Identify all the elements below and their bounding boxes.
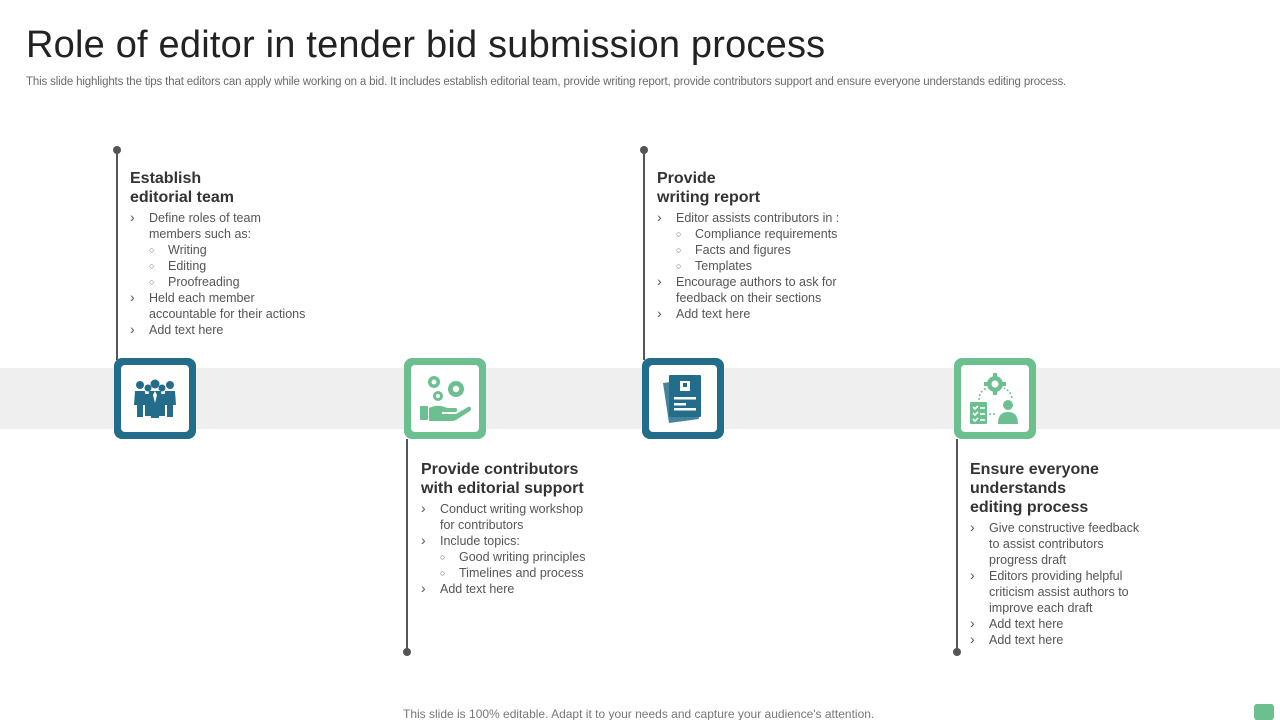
timeline-connector [406, 439, 408, 651]
list-item: feedback on their sections [676, 291, 822, 305]
timeline-dot [403, 648, 411, 656]
slide-corner-marker [1254, 704, 1274, 720]
list-item: Editor assists contributors in : [657, 209, 839, 226]
timeline-connector [643, 150, 645, 360]
list-item: improve each draft [989, 601, 1093, 615]
step-2-icon-box [404, 358, 486, 439]
list-item: Conduct writing workshop [421, 500, 585, 517]
list-item: for contributors [440, 518, 524, 532]
step-3-title: Provide writing report [657, 170, 761, 206]
step-2-card: Provide contributors with editorial supp… [421, 460, 585, 597]
list-item: Templates [657, 258, 839, 274]
list-item: progress draft [989, 553, 1067, 567]
team-icon [134, 379, 176, 418]
process-checklist-icon [970, 372, 1018, 424]
list-item: members such as: [149, 227, 252, 241]
timeline-connector [956, 439, 958, 651]
step-4-title: Ensure everyone understands editing proc… [970, 461, 1099, 516]
list-item: Add text here [970, 631, 1139, 648]
list-item: Writing [130, 242, 305, 258]
step-4-icon-box [954, 358, 1036, 439]
list-item: Editors providing helpful [970, 567, 1139, 584]
step-2-title: Provide contributors with editorial supp… [421, 461, 584, 497]
footer-note: This slide is 100% editable. Adapt it to… [403, 707, 875, 720]
list-item: Compliance requirements [657, 226, 839, 242]
list-item: Timelines and process [421, 565, 585, 581]
list-item: Add text here [657, 305, 839, 322]
list-item: Good writing principles [421, 549, 585, 565]
step-3-icon-box [642, 358, 724, 439]
page-title: Role of editor in tender bid submission … [26, 24, 826, 66]
list-item: accountable for their actions [149, 307, 306, 321]
step-1-icon-box [114, 358, 196, 439]
list-item: Add text here [970, 615, 1139, 632]
list-item: Proofreading [130, 274, 305, 290]
step-1-title: Establish editorial team [130, 170, 235, 206]
timeline-connector [116, 150, 118, 360]
list-item: to assist contributors [989, 537, 1104, 551]
list-item: Define roles of team [130, 209, 305, 226]
report-document-icon [663, 374, 701, 423]
list-item: Add text here [130, 321, 305, 338]
list-item: Encourage authors to ask for [657, 273, 839, 290]
timeline-band [0, 368, 1280, 429]
list-item: criticism assist authors to [989, 585, 1129, 599]
list-item: Editing [130, 258, 305, 274]
step-3-card: Provide writing report Editor assists co… [657, 169, 839, 322]
step-1-card: Establish editorial team Define roles of… [130, 169, 305, 338]
list-item: Include topics: [421, 532, 585, 549]
list-item: Held each member [130, 289, 305, 306]
page-subtitle: This slide highlights the tips that edit… [26, 76, 1067, 88]
step-4-card: Ensure everyone understands editing proc… [970, 460, 1139, 648]
helping-hand-icon [420, 375, 472, 421]
list-item: Add text here [421, 580, 585, 597]
step-3-list: Editor assists contributors in :Complian… [657, 209, 839, 322]
list-item: Facts and figures [657, 242, 839, 258]
list-item: Give constructive feedback [970, 519, 1139, 536]
timeline-dot [953, 648, 961, 656]
